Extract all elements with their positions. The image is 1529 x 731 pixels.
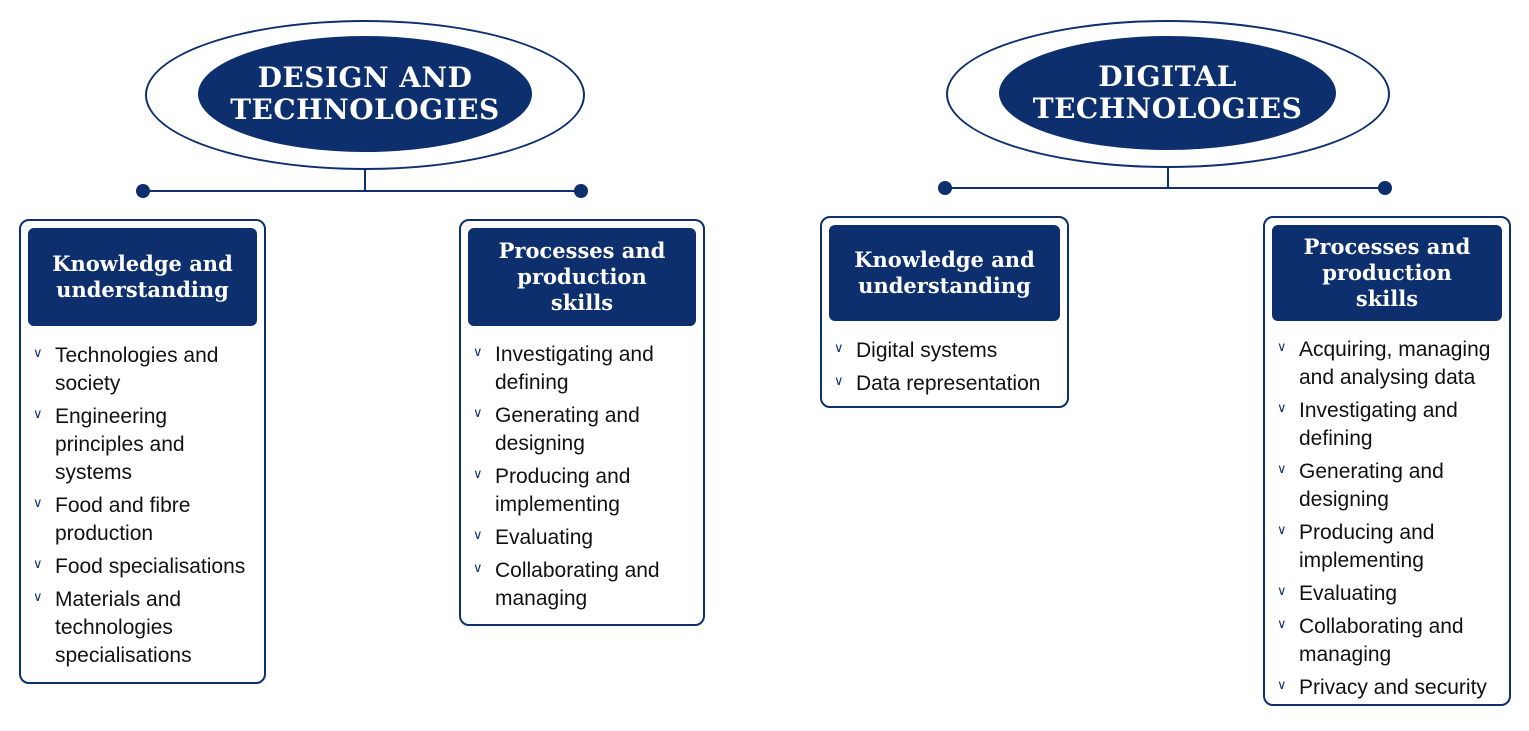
chevron-down-icon: ∨: [33, 589, 43, 604]
card-heading: Processes and production skills: [1272, 225, 1502, 321]
list-item: ∨Investigating and defining: [473, 343, 654, 394]
list-item: ∨Food specialisations: [33, 555, 246, 578]
list-item: ∨Materials and technologies specialisati…: [33, 588, 192, 667]
list-item: ∨Collaborating and managing: [473, 559, 660, 610]
item-list: ∨Technologies and society ∨Engineering p…: [31, 342, 260, 675]
chevron-down-icon: ∨: [473, 466, 483, 481]
chevron-down-icon: ∨: [33, 406, 43, 421]
connector-horizontal: [143, 190, 581, 192]
digital-technologies-panel: DIGITAL TECHNOLOGIES Knowledge and under…: [800, 0, 1529, 731]
chevron-down-icon: ∨: [1277, 522, 1287, 537]
connector-dot-left: [938, 181, 952, 195]
list-item: ∨Evaluating: [1277, 582, 1398, 605]
chevron-down-icon: ∨: [1277, 339, 1287, 354]
list-item: ∨Engineering principles and systems: [33, 405, 185, 484]
list-item: ∨Acquiring, managing and analysing data: [1277, 338, 1491, 389]
connector-dot-left: [136, 184, 150, 198]
card-knowledge-understanding: Knowledge and understanding ∨Digital sys…: [820, 216, 1069, 408]
list-item: ∨Privacy and security: [1277, 676, 1487, 699]
chevron-down-icon: ∨: [33, 345, 43, 360]
item-list: ∨Digital systems ∨Data representation: [832, 337, 1063, 403]
list-item: ∨Digital systems: [834, 339, 998, 362]
connector-horizontal: [945, 187, 1385, 189]
chevron-down-icon: ∨: [834, 373, 844, 388]
card-heading: Knowledge and understanding: [829, 225, 1060, 321]
list-item: ∨Food and fibre production: [33, 494, 191, 545]
connector-dot-right: [574, 184, 588, 198]
list-item: ∨Evaluating: [473, 526, 594, 549]
chevron-down-icon: ∨: [473, 527, 483, 542]
item-list: ∨Investigating and defining ∨Generating …: [471, 341, 699, 618]
chevron-down-icon: ∨: [473, 560, 483, 575]
connector-vertical: [364, 168, 366, 191]
chevron-down-icon: ∨: [473, 405, 483, 420]
chevron-down-icon: ∨: [33, 495, 43, 510]
list-item: ∨Producing and implementing: [1277, 521, 1435, 572]
card-heading: Knowledge and understanding: [28, 228, 257, 326]
chevron-down-icon: ∨: [33, 556, 43, 571]
chevron-down-icon: ∨: [1277, 583, 1287, 598]
chevron-down-icon: ∨: [1277, 400, 1287, 415]
chevron-down-icon: ∨: [1277, 461, 1287, 476]
list-item: ∨Collaborating and managing: [1277, 615, 1464, 666]
list-item: ∨Investigating and defining: [1277, 399, 1458, 450]
panel-title: DIGITAL TECHNOLOGIES: [999, 36, 1336, 150]
chevron-down-icon: ∨: [834, 340, 844, 355]
chevron-down-icon: ∨: [473, 344, 483, 359]
design-and-technologies-panel: DESIGN AND TECHNOLOGIES Knowledge and un…: [0, 0, 764, 731]
connector-vertical: [1167, 166, 1169, 188]
list-item: ∨Generating and designing: [473, 404, 640, 455]
card-processes-production-skills: Processes and production skills ∨Investi…: [459, 219, 705, 626]
item-list: ∨Acquiring, managing and analysing data …: [1275, 336, 1505, 707]
list-item: ∨Generating and designing: [1277, 460, 1444, 511]
list-item: ∨Technologies and society: [33, 344, 219, 395]
chevron-down-icon: ∨: [1277, 677, 1287, 692]
list-item: ∨Data representation: [834, 372, 1041, 395]
panel-title: DESIGN AND TECHNOLOGIES: [198, 36, 532, 152]
card-knowledge-understanding: Knowledge and understanding ∨Technologie…: [19, 219, 266, 684]
chevron-down-icon: ∨: [1277, 616, 1287, 631]
card-processes-production-skills: Processes and production skills ∨Acquiri…: [1263, 216, 1511, 706]
card-heading: Processes and production skills: [468, 228, 696, 326]
connector-dot-right: [1378, 181, 1392, 195]
list-item: ∨Producing and implementing: [473, 465, 631, 516]
